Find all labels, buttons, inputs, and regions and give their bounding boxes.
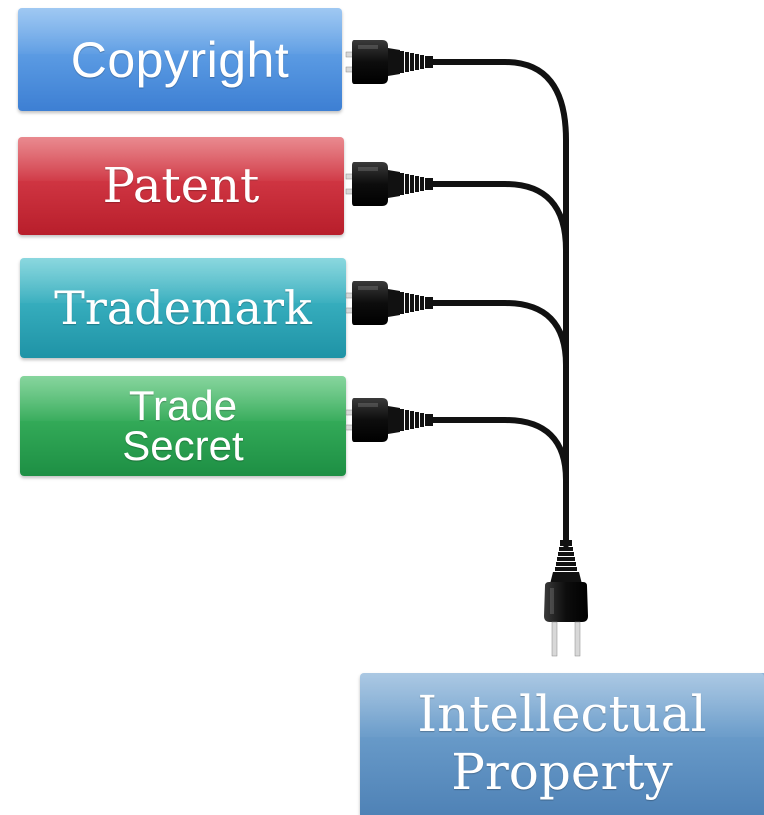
trade-secret-plug-icon: [345, 397, 434, 443]
box-highlight: [360, 673, 764, 737]
trademark-plug-icon: [345, 280, 434, 326]
box-highlight: [18, 137, 344, 182]
box-highlight: [20, 376, 346, 421]
trade-secret-cable: [429, 417, 569, 483]
copyright-plug-icon: [345, 39, 434, 85]
trademark-box: Trademark: [20, 258, 346, 358]
box-highlight: [18, 8, 342, 55]
patent-label: Patent: [102, 158, 260, 214]
patent-cable: [429, 181, 569, 253]
trademark-label: Trademark: [54, 281, 312, 335]
trade-secret-label: Trade Secret: [122, 385, 244, 469]
patent-plug-icon: [345, 161, 434, 207]
copyright-label: Copyright: [70, 31, 290, 88]
trademark-cable: [429, 300, 569, 368]
cables: [429, 59, 569, 548]
intellectual-property-label: Intellectual Property: [417, 685, 706, 801]
trade-secret-line-2: Secret: [122, 422, 244, 469]
trade-secret-box: Trade Secret: [20, 376, 346, 476]
patent-box: Patent: [18, 137, 344, 235]
intellectual-property-box: Intellectual Property: [360, 673, 764, 815]
output-plug-icon: [544, 540, 588, 657]
copyright-cable: [429, 59, 569, 548]
ip-line-1: Intellectual: [417, 685, 707, 743]
copyright-box: Copyright: [18, 8, 342, 111]
ip-line-2: Property: [451, 743, 673, 801]
box-highlight: [20, 258, 346, 303]
trade-secret-line-1: Trade: [128, 382, 238, 429]
